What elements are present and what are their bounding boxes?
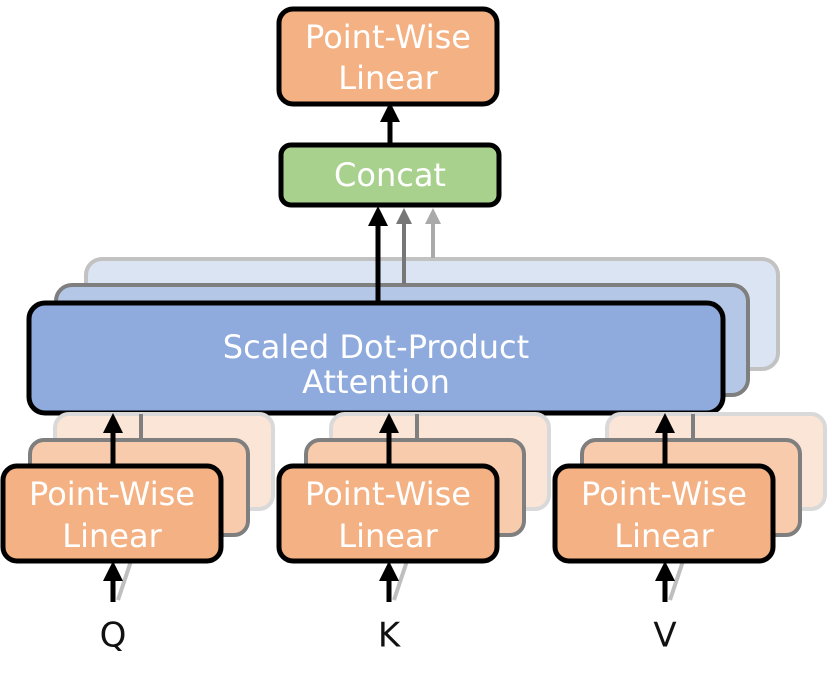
linear-label-line2: Linear [62,517,162,555]
linear-label-line2: Linear [614,517,714,555]
input-label-k: K [378,616,402,656]
linear-label-line1: Point-Wise [305,475,471,513]
top-linear-line1: Point-Wise [305,18,471,56]
input-linear-groups: Point-WiseLinearQPoint-WiseLinearKPoint-… [0,412,827,656]
input-label-v: V [653,616,676,656]
concat-label: Concat [334,156,446,194]
attention-box: Scaled Dot-Product Attention [26,300,726,416]
attention-label-line2: Attention [302,363,450,401]
top-linear-box: Point-Wise Linear [276,6,500,107]
input-label-q: Q [100,616,127,656]
linear-label-line2: Linear [338,517,438,555]
concat-box: Concat [278,142,502,208]
linear-label-line1: Point-Wise [29,475,195,513]
attention-label-line1: Scaled Dot-Product [223,328,529,366]
top-linear-line2: Linear [338,59,438,97]
linear-label-line1: Point-Wise [581,475,747,513]
